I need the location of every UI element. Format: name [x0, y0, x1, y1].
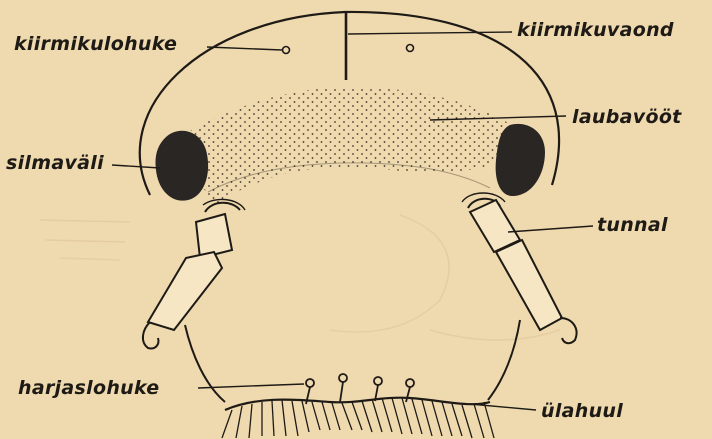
leader-harjaslohuke — [198, 384, 304, 388]
antenna-left — [143, 199, 245, 348]
leader-kiirmikuvaond — [348, 32, 512, 34]
label-tunnal: tunnal — [597, 214, 668, 236]
setal-pits — [306, 374, 414, 404]
eye-field-right — [496, 124, 545, 196]
frontal-band — [178, 87, 540, 205]
label-kiirmikuvaond: kiirmikuvaond — [517, 19, 674, 41]
label-laubavoot: laubavööt — [572, 106, 682, 128]
label-silmavali: silmaväli — [6, 152, 104, 174]
label-ulahuul: ülahuul — [541, 400, 623, 422]
vertex-pit-left — [283, 47, 290, 54]
leader-silmavali — [112, 165, 160, 168]
label-kiirmikulohuke: kiirmikulohuke — [14, 33, 177, 55]
head-lower-left-edge — [185, 325, 225, 402]
vertex-pit-right — [407, 45, 414, 52]
head-lower-right-edge — [488, 320, 520, 400]
leader-kiirmikulohuke — [207, 47, 282, 50]
eye-field-left — [155, 131, 208, 201]
label-harjaslohuke: harjaslohuke — [18, 377, 159, 399]
leader-ulahuul — [470, 404, 536, 410]
labrum — [225, 398, 490, 410]
leader-tunnal — [508, 226, 593, 232]
